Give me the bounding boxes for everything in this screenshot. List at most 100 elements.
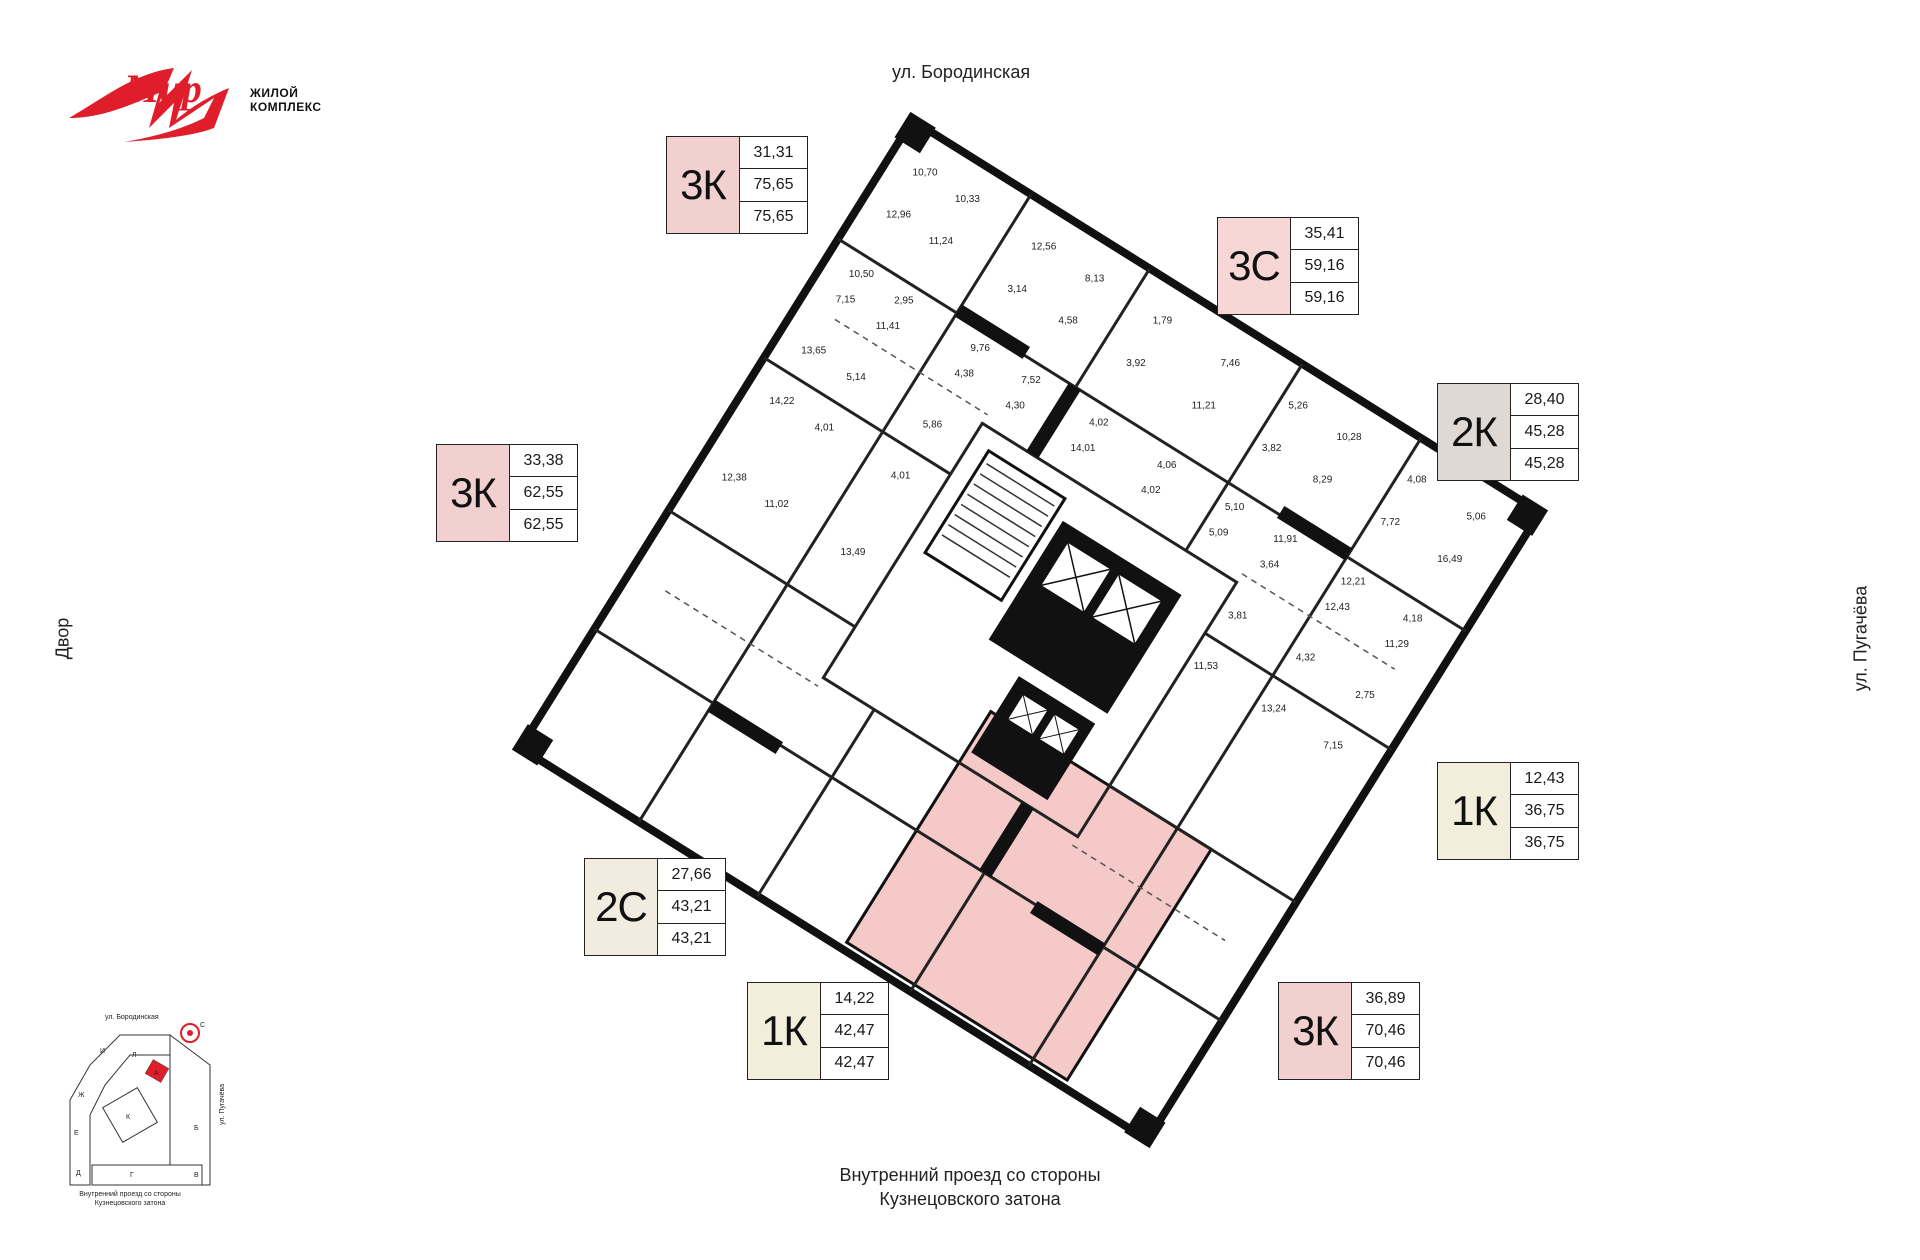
room-area-label: 8,29	[1313, 475, 1333, 486]
street-bottom-line2: Кузнецовского затона	[879, 1189, 1061, 1209]
apartment-type: 2К	[1438, 384, 1511, 480]
apartment-type: 2С	[585, 859, 658, 955]
living-area: 28,40	[1511, 384, 1578, 417]
apartment-card-1k-right[interactable]: 1К 12,43 36,75 36,75	[1437, 762, 1579, 860]
room-area-label: 4,08	[1407, 475, 1427, 486]
apartment-card-3k-top[interactable]: 3К 31,31 75,65 75,65	[666, 136, 808, 234]
total-area: 62,55	[510, 477, 577, 510]
room-area-label: 11,21	[1192, 400, 1217, 411]
highlighted-apartment[interactable]	[844, 709, 1214, 1083]
room-area-label: 11,24	[929, 236, 954, 247]
section-label: К	[126, 1114, 131, 1121]
room-area-label: 7,46	[1221, 358, 1241, 369]
room-area-label: 4,06	[1157, 460, 1177, 471]
site-minimap: ул. Бородинская С И Л А Ж К Б Е Д Г В ул…	[69, 1014, 226, 1186]
room-area-label: 9,76	[970, 343, 990, 354]
living-area: 36,89	[1352, 983, 1419, 1016]
living-area: 31,31	[740, 137, 807, 170]
room-area-label: 11,53	[1194, 661, 1219, 672]
room-area-label: 12,96	[886, 210, 911, 221]
section-label: Ж	[78, 1092, 85, 1099]
living-area: 35,41	[1291, 218, 1358, 251]
price-area: 62,55	[523, 516, 564, 534]
minimap-buildings	[69, 1034, 211, 1186]
minimap-street-right: ул. Пугачёва	[219, 1084, 226, 1125]
room-area-label: 5,10	[1225, 502, 1245, 513]
apartment-areas: 36,89 70,46 70,46	[1352, 983, 1419, 1079]
total-area: 45,28	[1511, 416, 1578, 449]
apartment-areas: 27,66 43,21 43,21	[658, 859, 725, 955]
minimap-section-labels: И Л А Ж К Б Е Д Г В	[74, 1048, 199, 1179]
street-bottom-line1: Внутренний проезд со стороны	[839, 1165, 1101, 1185]
room-area-label: 13,49	[840, 547, 865, 558]
minimap-bottom-line1: Внутренний проезд со стороны	[79, 1191, 181, 1198]
room-area-label: 4,38	[955, 369, 975, 380]
price-area: 75,65	[753, 208, 794, 226]
living-area: 12,43	[1511, 763, 1578, 796]
total-area: 70,46	[1352, 1015, 1419, 1048]
apartment-card-2c[interactable]: 2С 27,66 43,21 43,21	[584, 858, 726, 956]
room-area-label: 3,64	[1260, 559, 1280, 570]
apartment-type: 3К	[1279, 983, 1352, 1079]
apartment-card-3k-left[interactable]: 3К 33,38 62,55 62,55	[436, 444, 578, 542]
apartment-type: 3С	[1218, 218, 1291, 314]
logo-tag-line2: КОМПЛЕКС	[250, 100, 322, 114]
building-core	[922, 448, 1182, 801]
street-left: Двор	[52, 617, 73, 660]
room-area-label: 4,30	[1005, 400, 1025, 411]
total-area: 36,75	[1511, 795, 1578, 828]
apartment-card-3c[interactable]: 3С 35,41 59,16 59,16	[1217, 217, 1359, 315]
room-area-label: 10,33	[955, 194, 980, 205]
section-label: Е	[74, 1130, 79, 1137]
section-label-active: А	[154, 1070, 159, 1077]
price-area: 70,46	[1365, 1054, 1406, 1072]
logo-text: Мир	[123, 66, 202, 111]
price-area: 59,16	[1304, 289, 1345, 307]
minimap-active-section[interactable]	[144, 1059, 170, 1083]
apartment-card-1k-bottom[interactable]: 1К 14,22 42,47 42,47	[747, 982, 889, 1080]
street-bottom: Внутренний проезд со стороны Кузнецовско…	[700, 1163, 1240, 1211]
room-area-label: 12,38	[722, 473, 747, 484]
room-area-label: 11,02	[765, 499, 790, 510]
apartment-type: 3К	[667, 137, 740, 233]
compass-icon: С	[180, 1022, 205, 1043]
apartment-areas: 14,22 42,47 42,47	[821, 983, 888, 1079]
room-area-label: 12,21	[1341, 576, 1366, 587]
room-area-label: 5,26	[1288, 400, 1308, 411]
minimap-street-bottom: Внутренний проезд со стороны Кузнецовско…	[60, 1190, 200, 1208]
room-area-label: 8,13	[1085, 273, 1105, 284]
street-top: ул. Бородинская	[892, 62, 1031, 82]
room-area-label: 4,32	[1296, 653, 1316, 664]
room-partitions	[593, 193, 1467, 1067]
living-area: 33,38	[510, 445, 577, 478]
core-shaft-2	[971, 676, 1096, 801]
street-right: ул. Пугачёва	[1850, 585, 1871, 692]
compass-north: С	[200, 1022, 205, 1029]
living-area: 14,22	[821, 983, 888, 1016]
apartment-type: 1К	[748, 983, 821, 1079]
room-area-label: 7,15	[836, 294, 856, 305]
room-area-label: 4,18	[1403, 613, 1423, 624]
total-area: 59,16	[1291, 250, 1358, 283]
room-area-label: 11,41	[876, 321, 901, 332]
minimap-outline-left	[69, 1034, 171, 1186]
room-area-label: 3,14	[1008, 284, 1028, 295]
apartment-card-2k[interactable]: 2К 28,40 45,28 45,28	[1437, 383, 1579, 481]
total-area: 42,47	[821, 1015, 888, 1048]
room-area-label: 14,01	[1070, 443, 1095, 454]
logo-tagline: ЖИЛОЙ КОМПЛЕКС	[250, 86, 322, 114]
room-area-label: 3,82	[1262, 443, 1282, 454]
logo-mark: Мир	[69, 66, 229, 142]
minimap-bottom-line2: Кузнецовского затона	[94, 1200, 166, 1207]
room-area-label: 10,70	[913, 167, 938, 178]
room-area-label: 4,01	[815, 423, 835, 434]
section-label: Л	[132, 1052, 137, 1059]
logo-tag-line1: ЖИЛОЙ	[250, 86, 299, 100]
apartment-card-3k-bottom[interactable]: 3К 36,89 70,46 70,46	[1278, 982, 1420, 1080]
building: 10,7010,3312,568,131,797,465,2610,284,08…	[511, 111, 1549, 1149]
room-area-label: 4,02	[1141, 485, 1161, 496]
room-area-label: 7,15	[1323, 741, 1343, 752]
room-labels: 10,7010,3312,568,131,797,465,2610,284,08…	[722, 167, 1487, 752]
section-label: И	[100, 1048, 105, 1055]
section-label: Б	[194, 1125, 199, 1132]
